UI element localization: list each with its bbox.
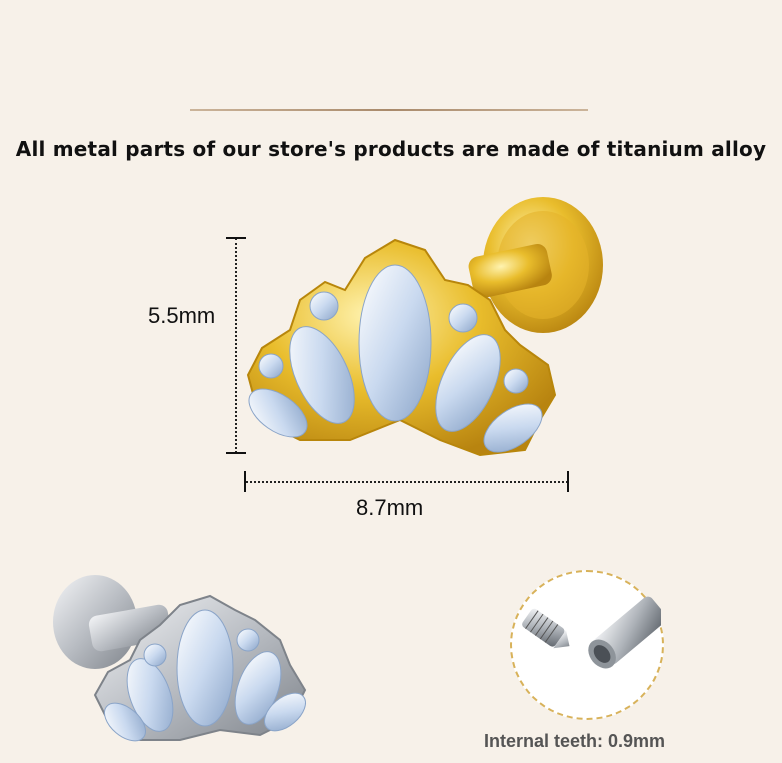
height-cap-top	[226, 237, 246, 239]
gold-post	[468, 243, 552, 298]
right-marquise-gem	[435, 334, 501, 432]
width-label: 8.7mm	[356, 495, 424, 520]
threading-detail-image	[522, 596, 661, 669]
far-left-gem	[248, 388, 308, 438]
height-cap-bottom	[226, 452, 246, 454]
width-dimension-line	[246, 481, 568, 483]
center-marquise-gem	[358, 264, 432, 422]
width-cap-right	[567, 471, 569, 492]
headline-text: All metal parts of our store's products …	[15, 137, 767, 161]
height-label: 5.5mm	[148, 303, 216, 328]
width-cap-left	[244, 471, 246, 492]
height-dimension-line	[235, 238, 237, 453]
decorative-divider	[190, 109, 588, 111]
left-marquise-gem	[289, 326, 355, 424]
internal-teeth-label: Internal teeth: 0.9mm	[484, 731, 666, 751]
threading-zoom-circle	[510, 570, 664, 720]
far-right-gem	[483, 403, 543, 453]
silver-earring-image	[53, 575, 307, 742]
